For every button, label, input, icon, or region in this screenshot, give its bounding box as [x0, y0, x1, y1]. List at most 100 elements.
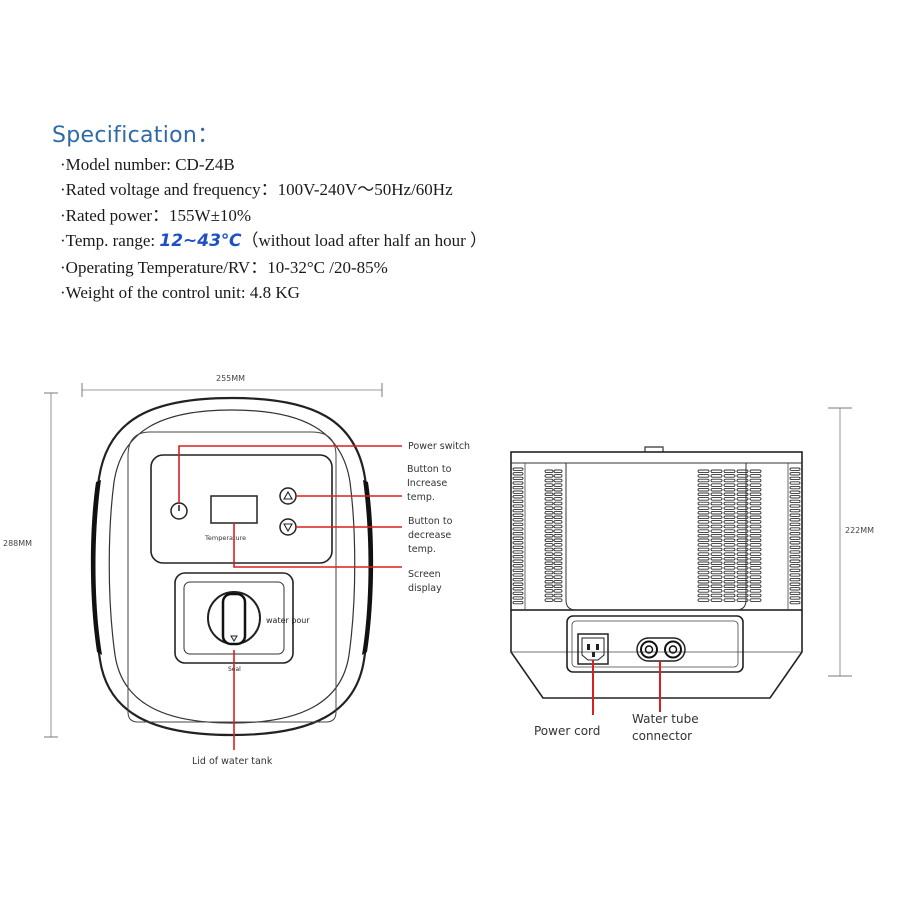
vent-slot: [723, 497, 736, 501]
vent-slot: [749, 478, 762, 483]
vent-slot: [723, 510, 736, 515]
vent-slot: [697, 469, 710, 474]
vent-slot: [710, 561, 723, 566]
vent-slot: [749, 510, 762, 515]
vent-slot: [697, 566, 710, 570]
vent-slot: [553, 529, 563, 533]
vent-slot: [749, 506, 762, 510]
vent-slot: [723, 566, 736, 570]
vent-slot: [749, 584, 762, 589]
vent-slot: [749, 566, 762, 570]
vent-slot: [544, 543, 554, 547]
vent-slot: [723, 492, 736, 497]
vent-slot: [710, 515, 723, 520]
vent-slot: [512, 513, 524, 517]
vent-slot: [789, 554, 801, 559]
vent-slot: [723, 478, 736, 483]
vent-slot: [736, 552, 749, 556]
rear-upper-body: [510, 451, 803, 611]
vent-slot: [789, 522, 801, 527]
spec-model: ·Model number: CD-Z4B: [60, 155, 235, 174]
vent-slot: [736, 497, 749, 501]
vent-slot: [710, 552, 723, 556]
vent-slot: [512, 467, 524, 471]
vent-slot: [512, 481, 524, 485]
vent-slot: [553, 506, 563, 510]
vent-slot: [749, 561, 762, 566]
vent-slot: [736, 570, 749, 575]
vent-slot: [723, 547, 736, 552]
vent-slot: [723, 579, 736, 584]
vent-slot: [697, 533, 710, 538]
vent-slot: [710, 533, 723, 538]
vent-slot: [789, 541, 801, 545]
vent-slot: [749, 547, 762, 552]
callout-water-tube-2: connector: [632, 729, 692, 743]
vent-slot: [697, 529, 710, 533]
vent-slot: [710, 483, 723, 487]
vent-slot: [512, 587, 524, 591]
front-height-dimension: 288MM: [3, 392, 58, 738]
callout-screen-2: display: [408, 583, 442, 594]
callout-lid: Lid of water tank: [192, 756, 273, 767]
vent-slot: [789, 495, 801, 499]
vent-slot: [736, 474, 749, 478]
vent-slot: [697, 538, 710, 543]
vent-slot: [723, 561, 736, 566]
vent-slot: [736, 589, 749, 593]
water-tube-connector: [636, 637, 686, 662]
vent-slot: [697, 487, 710, 492]
vent-slot: [544, 589, 554, 593]
vent-slot: [749, 538, 762, 543]
vent-slot: [512, 573, 524, 577]
vent-slot: [749, 556, 762, 561]
vent-slot: [512, 577, 524, 582]
vent-slot: [749, 543, 762, 547]
vent-slot: [544, 515, 554, 520]
vent-slot: [553, 533, 563, 538]
vent-slot: [723, 520, 736, 524]
vent-slot: [710, 566, 723, 570]
vent-slot: [697, 515, 710, 520]
vent-slot: [512, 485, 524, 490]
vent-slot: [553, 556, 563, 561]
spec-temp-value: 12~43℃: [159, 231, 242, 252]
front-left-band: [90, 480, 102, 655]
vent-slot: [789, 504, 801, 508]
spec-weight: ·Weight of the control unit: 4.8 KG: [60, 283, 300, 303]
callout-power-switch: Power switch: [408, 441, 470, 452]
vent-slot: [553, 501, 563, 506]
vent-slot: [710, 510, 723, 515]
vent-slot: [736, 538, 749, 543]
vent-slot: [789, 559, 801, 563]
front-view: 255MM 288MM Temperature wat: [3, 374, 402, 750]
spec-list: ·Model number: CD-Z4B ·Rated voltage and…: [60, 152, 487, 305]
vent-slot: [710, 501, 723, 506]
vent-slot: [789, 508, 801, 513]
vent-slot: [697, 556, 710, 561]
vent-slot: [749, 593, 762, 598]
rear-connector-plate: [566, 615, 744, 673]
vent-slot: [789, 536, 801, 540]
vent-slot: [736, 561, 749, 566]
vent-slot: [723, 469, 736, 474]
vent-slot: [736, 543, 749, 547]
vent-slot: [553, 543, 563, 547]
vent-slot: [736, 593, 749, 598]
vent-slot: [512, 591, 524, 596]
vent-slot: [749, 524, 762, 529]
panel-label: Temperature: [204, 534, 246, 542]
vent-slot: [544, 529, 554, 533]
vent-slot: [723, 487, 736, 492]
vent-slot: [710, 570, 723, 575]
vent-slot: [723, 543, 736, 547]
vent-slot: [512, 582, 524, 586]
vent-slot: [544, 598, 554, 602]
vent-slot: [553, 552, 563, 556]
vent-slot: [544, 552, 554, 556]
vent-slot: [544, 547, 554, 552]
vent-slot: [697, 492, 710, 497]
callout-water-tube-1: Water tube: [632, 712, 699, 726]
vent-slot: [544, 561, 554, 566]
